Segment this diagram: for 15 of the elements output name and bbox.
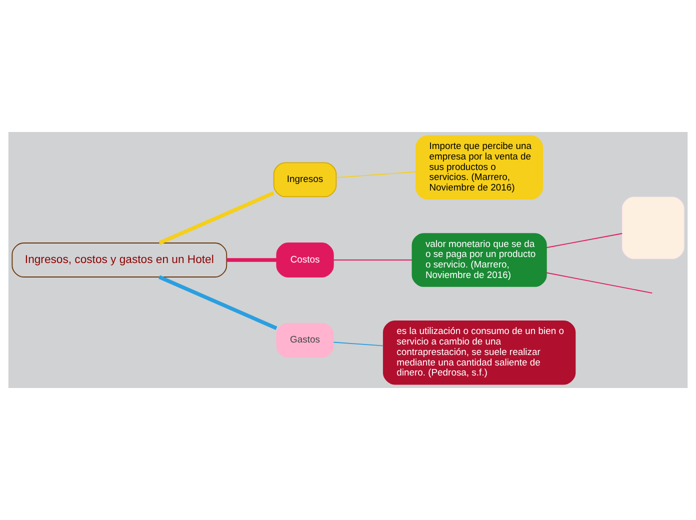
connector xyxy=(158,191,274,245)
node-box: Ingresos xyxy=(273,162,337,198)
connector xyxy=(546,272,653,294)
node-box: Importe que percibe una empresa por la venta de sus productos o servicios. (Marrero, Noviembre de 2016) xyxy=(416,135,544,200)
node-box xyxy=(622,196,684,260)
node-box: Gastos xyxy=(276,322,334,358)
connector xyxy=(336,171,416,178)
connector xyxy=(158,275,278,330)
connector xyxy=(226,258,276,262)
node-box: Costos xyxy=(276,242,334,278)
node-box: Ingresos, costos y gastos en un Hotel xyxy=(12,242,228,278)
connector xyxy=(546,233,623,248)
connector xyxy=(333,342,384,346)
node-box: es la utilización o consumo de un bien o servicio a cambio de una contraprestación, se suele realizar mediante una cantidad saliente de dinero. (Pedrosa, s.f.) xyxy=(382,320,576,385)
node-box: valor monetario que se da o se paga por un producto o servicio. (Marrero, Noviembre de 2016) xyxy=(412,233,547,287)
